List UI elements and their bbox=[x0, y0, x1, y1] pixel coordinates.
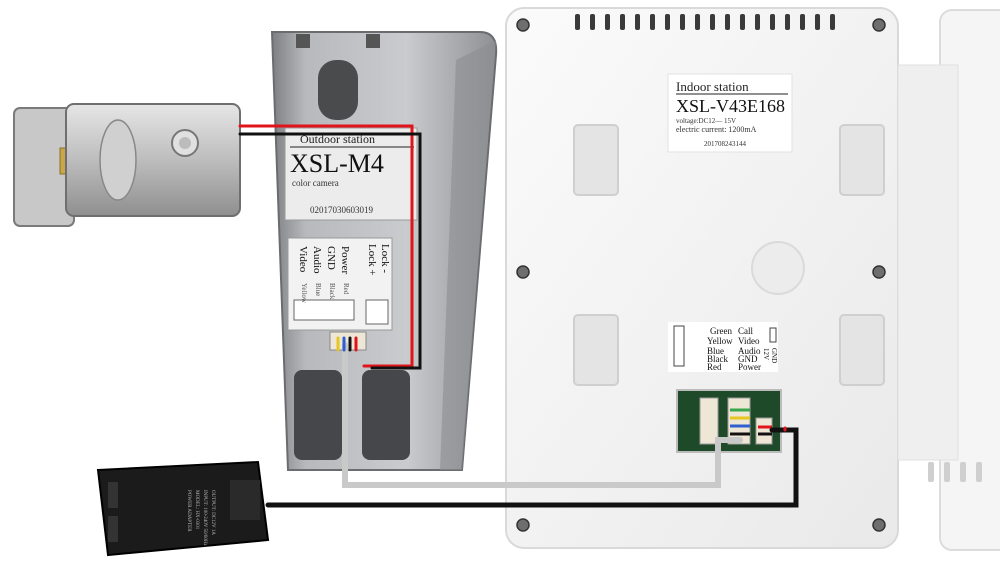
power-adapter bbox=[96, 460, 270, 557]
outdoor-lock-plus: Lock + bbox=[366, 244, 378, 276]
electric-lock bbox=[13, 103, 241, 227]
indoor-station-serial: 201708243144 bbox=[704, 140, 747, 148]
outdoor-station-serial: 02017030603019 bbox=[310, 205, 374, 215]
indoor-vent-slots bbox=[575, 14, 835, 30]
indoor-station-header: Indoor station bbox=[676, 79, 749, 94]
indoor-power-12v: 12V bbox=[762, 348, 770, 360]
outdoor-station-device bbox=[270, 31, 498, 471]
legend-color-yellow: Yellow bbox=[707, 336, 733, 346]
outdoor-terminal-audio: Audio bbox=[311, 246, 323, 274]
outdoor-color-red: Red bbox=[342, 283, 350, 295]
outdoor-station-header: Outdoor station bbox=[300, 132, 375, 146]
legend-signal-video: Video bbox=[738, 336, 760, 346]
indoor-speaker-boss bbox=[751, 241, 805, 295]
indoor-station-current: electric current: 1200mA bbox=[676, 125, 757, 134]
outdoor-color-blue: Blue bbox=[314, 283, 322, 296]
indoor-screws bbox=[516, 18, 886, 532]
indoor-label-sticker bbox=[667, 73, 793, 153]
outdoor-label-sticker bbox=[284, 127, 418, 221]
legend-signal-gnd: GND bbox=[738, 354, 758, 364]
indoor-wire-legend-area bbox=[668, 322, 778, 372]
outdoor-terminal-gnd: GND bbox=[325, 246, 337, 270]
adapter-label-line-2: MODEL: HX-0301 bbox=[194, 490, 199, 530]
indoor-station-voltage: voltage:DC12— 15V bbox=[676, 117, 736, 125]
indoor-mount-slots bbox=[573, 124, 885, 386]
outdoor-lock-minus: Lock - bbox=[379, 244, 391, 273]
edge-device-partial bbox=[897, 9, 1000, 551]
outdoor-station-model: XSL-M4 bbox=[290, 149, 384, 178]
indoor-station-device bbox=[505, 7, 899, 549]
adapter-label-line-4: OUTPUT: DC12V 1A bbox=[210, 490, 215, 535]
adapter-label-line-1: POWER ADAPTER bbox=[186, 490, 191, 532]
legend-color-blue: Blue bbox=[707, 346, 724, 356]
outdoor-color-black: Black bbox=[328, 283, 336, 300]
outdoor-station-subtitle: color camera bbox=[292, 178, 339, 188]
indoor-station-model: XSL-V43E168 bbox=[676, 96, 785, 116]
wiring bbox=[238, 124, 799, 508]
legend-color-red: Red bbox=[707, 362, 722, 372]
legend-signal-call: Call bbox=[738, 326, 753, 336]
legend-color-green: Green bbox=[710, 326, 732, 336]
outdoor-terminal-power: Power bbox=[339, 246, 351, 274]
outdoor-terminal-video: Video bbox=[297, 246, 309, 273]
adapter-label-line-3: INPUT: 100-240V 50/60Hz bbox=[202, 490, 207, 547]
legend-signal-power: Power bbox=[738, 362, 761, 372]
indoor-power-gnd: GND bbox=[770, 348, 778, 363]
outdoor-color-yellow: Yellow bbox=[300, 283, 308, 304]
legend-signal-audio: Audio bbox=[738, 346, 761, 356]
legend-color-black: Black bbox=[707, 354, 728, 364]
